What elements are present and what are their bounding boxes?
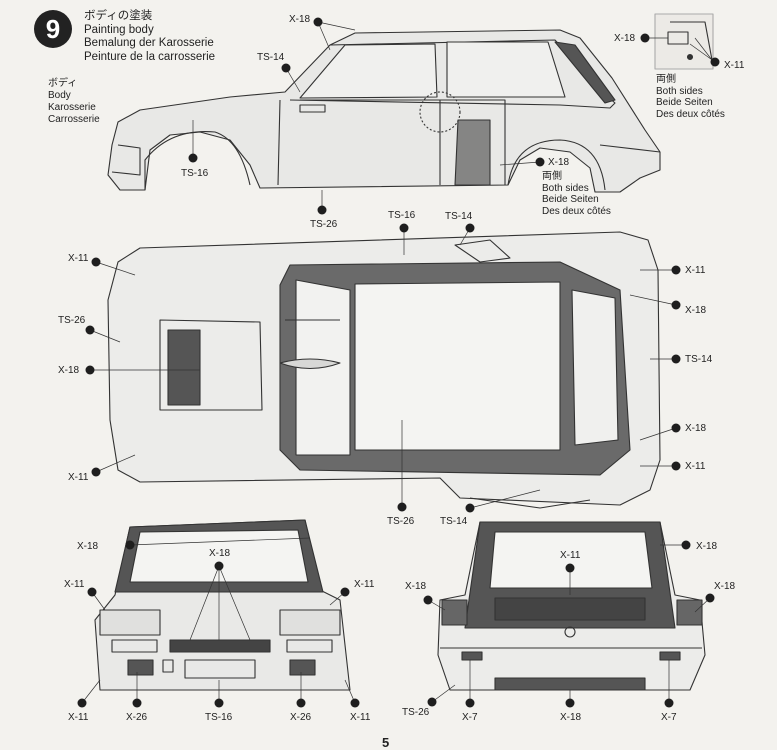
paint-code-label: X-11 [68,712,89,723]
paint-code-label: TS-16 [181,168,209,179]
paint-code-label: X-11 [685,461,706,472]
step-title-en: Painting body [84,23,154,36]
top-view-drawing [107,231,661,509]
body-part-label: ボディ Body Karosserie Carrosserie [48,78,100,125]
paint-code-label: X-26 [126,712,148,723]
detail-inset-drawing [654,13,714,70]
paint-code-label: TS-26 [310,219,338,230]
paint-code-label: X-18 [548,157,570,168]
paint-code-label: X-26 [290,712,312,723]
paint-code-label: TS-14 [445,211,473,222]
paint-code-label: TS-14 [685,354,713,365]
step-title-de: Bemalung der Karosserie [84,37,214,49]
page-number: 5 [382,735,390,750]
paint-code-label: X-11 [560,550,581,561]
paint-code-label: X-18 [560,712,582,723]
paint-code-label: X-11 [350,712,371,723]
paint-code-label: TS-26 [387,516,415,527]
paint-code-label: X-18 [696,541,718,552]
both-sides-note-inset: 両側 Both sides Beide Seiten Des deux côté… [656,74,725,120]
paint-code-label: X-7 [661,712,677,723]
paint-code-label: TS-14 [440,516,468,527]
paint-code-label: X-7 [462,712,478,723]
front-view-drawing [94,519,351,691]
paint-code-label: X-18 [77,541,99,552]
step-title-jp: ボディの塗装 [84,10,153,22]
paint-code-label: X-18 [685,305,707,316]
paint-code-label: X-18 [714,581,736,592]
both-sides-note-side: 両側 Both sides Beide Seiten Des deux côté… [542,171,611,217]
paint-code-label: X-11 [685,265,706,276]
paint-code-label: X-18 [614,33,636,44]
paint-code-label: X-11 [64,579,85,590]
paint-code-label: TS-16 [205,712,233,723]
paint-code-label: X-11 [68,253,89,264]
side-view-drawing [107,29,661,193]
paint-code-label: X-18 [405,581,427,592]
paint-code-label: X-11 [354,579,375,590]
paint-code-label: X-18 [209,548,231,559]
paint-code-label: TS-14 [257,52,285,63]
paint-code-label: X-18 [58,365,80,376]
paint-code-label: X-18 [289,14,311,25]
paint-code-label: X-11 [68,472,89,483]
paint-code-label: X-18 [685,423,707,434]
rear-view-drawing [437,521,706,691]
step-number-badge: 9 [34,10,72,48]
paint-code-label: X-11 [724,60,745,71]
step-title-fr: Peinture de la carrosserie [84,50,216,63]
paint-code-label: TS-26 [58,315,86,326]
step-title: ボディの塗装 Painting body Bemalung der Kaross… [84,10,215,64]
paint-code-label: TS-26 [402,707,430,718]
paint-code-label: TS-16 [388,210,416,221]
